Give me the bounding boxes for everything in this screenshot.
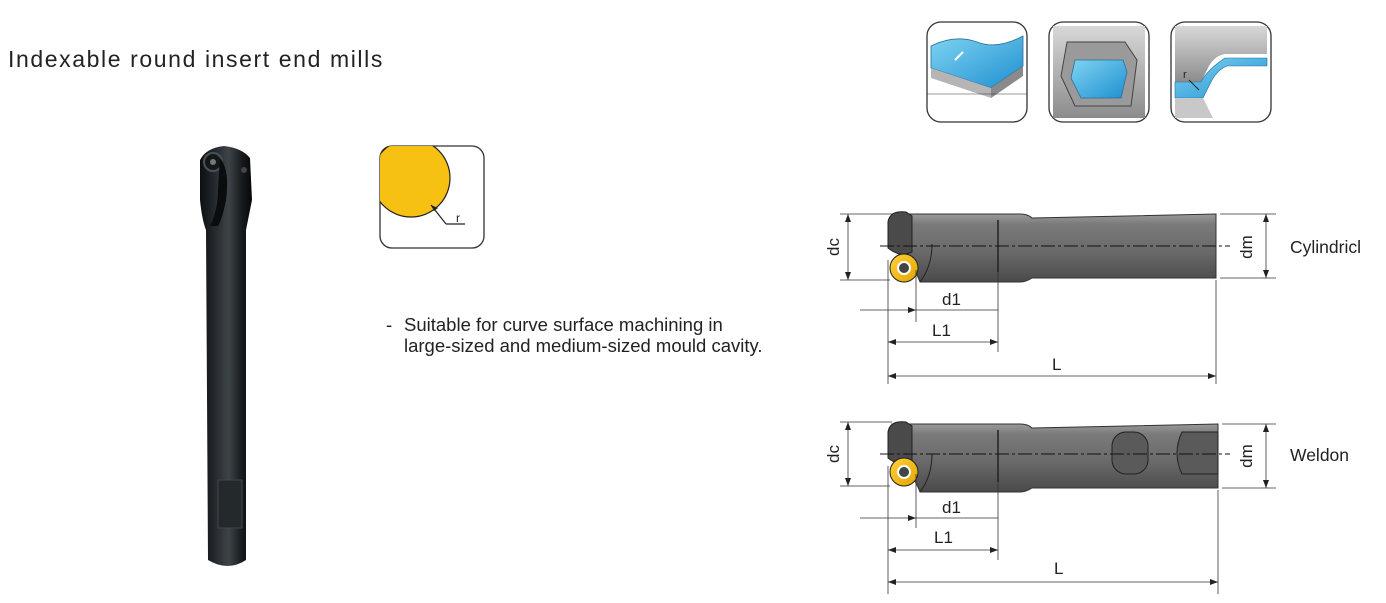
description-line-2: large-sized and medium-sized mould cavit… [404, 335, 763, 356]
surface-milling-icon [926, 21, 1028, 123]
dim-dm: dm [1237, 444, 1256, 468]
bullet-dash: - [386, 314, 393, 335]
dim-dc: dc [824, 238, 843, 256]
end-mill-photo [200, 146, 252, 566]
pocket-milling-icon [1048, 21, 1150, 123]
description-line-1: Suitable for curve surface machining in [404, 314, 723, 335]
dim-L1: L1 [932, 321, 951, 340]
dim-d1: d1 [942, 290, 961, 309]
dim-L: L [1054, 559, 1063, 578]
corner-radius-label: r [1183, 69, 1187, 81]
round-insert-icon: r [379, 145, 485, 249]
dim-dm: dm [1237, 235, 1256, 259]
drawing-weldon: dc dm d1 L1 L Weldon [824, 421, 1349, 594]
drawing-cylindrical: dc dm d1 L1 L Cylindricl [824, 211, 1361, 384]
corner-radius-icon: r [1170, 21, 1272, 123]
drawing-type-label: Cylindricl [1290, 237, 1361, 257]
description: -Suitable for curve surface machining in… [386, 314, 763, 356]
page-title: Indexable round insert end mills [8, 46, 384, 72]
insert-radius-label: r [456, 211, 460, 225]
machining-icons: r [926, 21, 1272, 123]
dim-d1: d1 [942, 498, 961, 517]
dim-dc: dc [824, 445, 843, 463]
drawing-type-label: Weldon [1290, 445, 1349, 465]
dim-L: L [1052, 355, 1061, 374]
dim-L1: L1 [934, 528, 953, 547]
